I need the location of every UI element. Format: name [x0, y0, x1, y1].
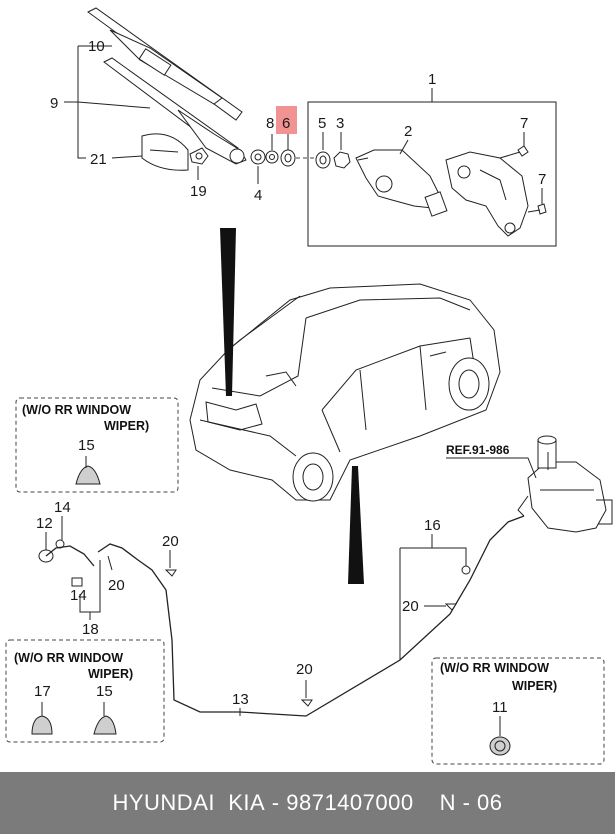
callout-9: 9 [50, 95, 58, 112]
grommet-12 [38, 532, 54, 563]
ref-leader [446, 457, 537, 479]
bracket-18 [79, 560, 101, 613]
callout-15b: 15 [96, 683, 113, 700]
callout-15a: 15 [78, 437, 95, 454]
callout-5: 5 [318, 115, 326, 132]
note-box-2 [5, 639, 165, 743]
callout-7a: 7 [520, 115, 528, 132]
cap-5 [315, 132, 331, 169]
nut-19 [189, 147, 209, 165]
callout-3: 3 [336, 115, 344, 132]
callout-8: 8 [266, 115, 274, 132]
callout-7b: 7 [538, 171, 546, 188]
footer-brand: HYUNDAI KIA [112, 790, 266, 815]
washer-hose-13 [97, 515, 525, 717]
nozzle-15a [75, 456, 101, 485]
wiper-motor-2 [355, 139, 448, 217]
callout-14a: 14 [54, 499, 71, 516]
callout-6: 6 [282, 115, 290, 132]
pointer-arrow-side [348, 466, 364, 584]
callout-20c: 20 [296, 661, 313, 678]
joint-16 [461, 565, 471, 575]
connector-14b [71, 577, 83, 587]
callout-11: 11 [492, 699, 508, 716]
callout-2: 2 [404, 123, 412, 140]
note-box-3-line2: WIPER) [512, 679, 557, 693]
callout-20d: 20 [402, 598, 419, 615]
callout-14b: 14 [70, 587, 87, 604]
wiper-blade [87, 7, 243, 121]
plug-17 [31, 702, 53, 735]
note-box-1-line2: WIPER) [104, 419, 149, 433]
note-box-1 [15, 397, 179, 493]
grommet-6 [280, 149, 296, 167]
callout-13: 13 [232, 691, 249, 708]
callout-4: 4 [254, 187, 262, 204]
hose-segment-a [45, 545, 95, 567]
callout-20b: 20 [108, 577, 125, 594]
footer-page: N - 06 [439, 790, 503, 815]
plug-11 [489, 716, 511, 756]
connector-14a [55, 516, 65, 549]
car-illustration [189, 283, 501, 502]
bolt-7a [499, 132, 529, 159]
note-box-2-line1: (W/O RR WINDOW [14, 651, 123, 665]
callout-21: 21 [90, 151, 107, 168]
callout-18: 18 [82, 621, 99, 638]
callout-16: 16 [424, 517, 441, 534]
nut-3 [333, 132, 351, 169]
parts-diagram: 10 9 21 19 4 8 6 1 5 3 2 7 7 (W/O RR WIN… [5, 7, 613, 765]
callout-20a: 20 [162, 533, 179, 550]
callout-19: 19 [190, 183, 207, 200]
clip-20a [164, 550, 177, 577]
callout-1: 1 [428, 71, 436, 88]
clip-20b [300, 680, 313, 707]
callout-10: 10 [88, 38, 105, 55]
wiper-arm [103, 57, 247, 165]
note-box-2-line2: WIPER) [88, 667, 133, 681]
ref-label: REF.91-986 [446, 443, 510, 457]
highlight-part-6 [276, 106, 297, 134]
footer-dash: - [265, 790, 287, 815]
note-box-3-line1: (W/O RR WINDOW [440, 661, 549, 675]
note-box-1-line1: (W/O RR WINDOW [22, 403, 131, 417]
washer-8 [265, 150, 279, 164]
callout-12: 12 [36, 515, 53, 532]
motor-bracket [445, 151, 529, 237]
wiper-cap-21 [141, 133, 189, 171]
nut-4 [250, 149, 266, 165]
pointer-arrow-rear [220, 228, 236, 396]
washer-reservoir [517, 435, 613, 533]
footer-bar: HYUNDAI KIA - 9871407000 N - 06 [0, 772, 615, 834]
clip-20c [424, 603, 457, 611]
footer-part-number: 9871407000 [286, 790, 414, 815]
callout-17: 17 [34, 683, 51, 700]
leaders-arm-group [64, 45, 289, 184]
bolt-7b [527, 188, 547, 215]
note-box-3 [431, 657, 605, 765]
leader-16 [400, 547, 467, 566]
nozzle-15b [93, 702, 117, 735]
